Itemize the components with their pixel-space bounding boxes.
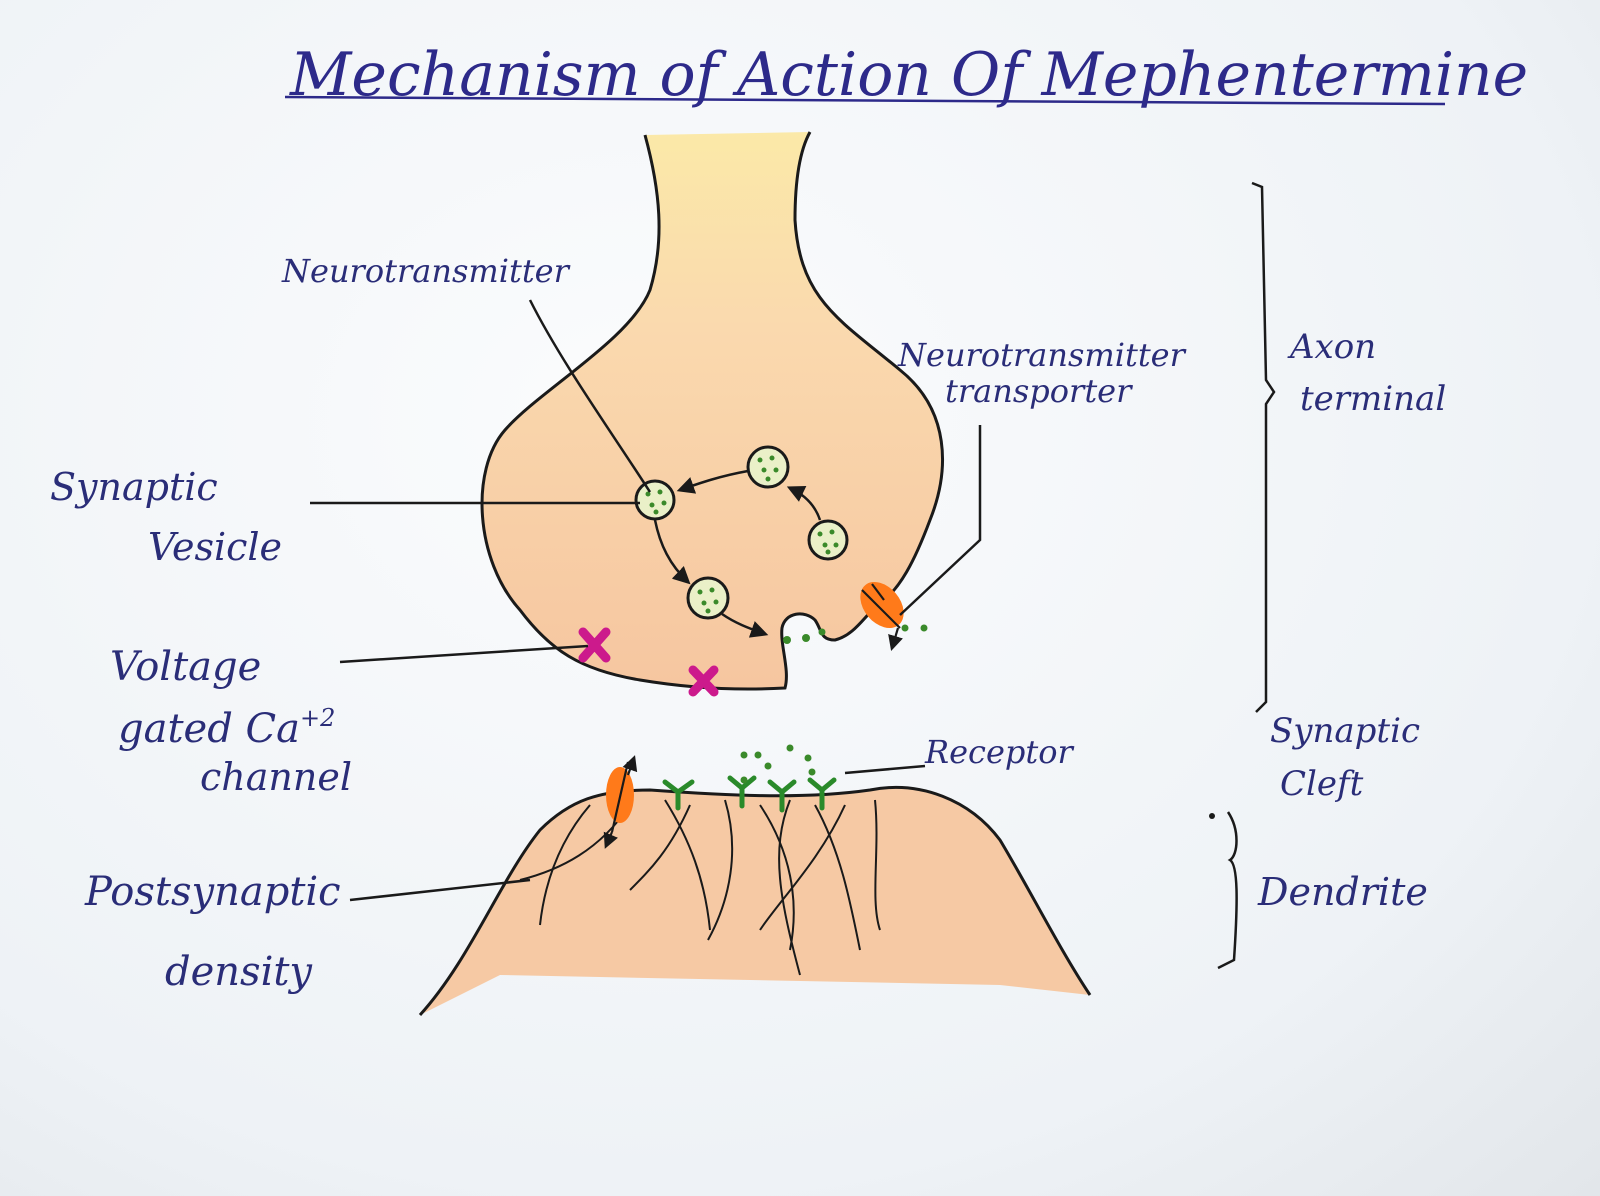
axon-terminal-bracket (1251, 181, 1276, 713)
label-synaptic-cleft-line1: Synaptic (1270, 711, 1420, 751)
postsynaptic-density-leader (349, 878, 531, 902)
label-dendrite: Dendrite (1257, 870, 1428, 914)
label-nt-transporter-line2: transporter (945, 372, 1133, 410)
vesicle-2 (746, 445, 790, 489)
nt-transporter-leader (899, 425, 982, 616)
title-underline (284, 95, 1446, 106)
label-neurotransmitter: Neurotransmitter (281, 252, 571, 290)
arrow-vesicle4-to-membrane (721, 612, 769, 638)
diagram-title: Mechanism of Action Of Mephentermine (289, 40, 1528, 110)
label-voltage-line3: channel (200, 755, 352, 799)
dendrite-bracket-dot (1209, 813, 1215, 819)
presynaptic-transporter (860, 581, 904, 651)
neurotransmitter-leader (528, 299, 652, 493)
postsynaptic-density-fibres (519, 799, 881, 976)
label-axon-terminal-line1: Axon (1287, 327, 1376, 367)
label-nt-transporter-line1: Neurotransmitter (897, 336, 1187, 374)
ca-channel-2 (688, 665, 719, 697)
vesicle-1 (634, 479, 676, 521)
cleft-neurotransmitter (740, 744, 816, 784)
label-voltage-line2: gated Ca+2 (118, 704, 335, 752)
vesicle-4 (686, 576, 730, 620)
released-neurotransmitter (783, 624, 928, 644)
label-voltage-line1: Voltage (110, 644, 261, 690)
receptor-3 (767, 779, 797, 813)
arrow-vesicle3-to-vesicle2 (786, 485, 822, 521)
label-axon-terminal-line2: terminal (1300, 379, 1446, 419)
arrow-vesicle1-to-vesicle4 (653, 519, 691, 585)
label-postsynaptic-line2: density (165, 949, 313, 995)
ca-channel-1 (578, 627, 611, 663)
label-synaptic-cleft-line2: Cleft (1280, 764, 1364, 804)
voltage-channel-leader (339, 644, 589, 664)
dendrite-body (420, 787, 1090, 1015)
receptor-group (662, 775, 837, 813)
arrow-vesicle2-to-vesicle1 (676, 469, 749, 494)
label-postsynaptic-line1: Postsynaptic (84, 869, 341, 915)
label-synaptic-vesicle-line2: Vesicle (148, 525, 282, 569)
label-synaptic-vesicle-line1: Synaptic (50, 465, 218, 509)
dendrite-bracket (1217, 811, 1238, 970)
dendrite-outline (418, 785, 1092, 1017)
axon-terminal-outline (480, 131, 944, 691)
receptor-leader (844, 764, 926, 775)
postsynaptic-transporter (603, 755, 638, 849)
label-receptor: Receptor (924, 733, 1075, 771)
vesicle-group (634, 445, 849, 620)
vesicle-3 (807, 519, 849, 561)
receptor-2 (727, 775, 757, 809)
receptor-4 (807, 777, 837, 811)
receptor-1 (662, 779, 695, 811)
